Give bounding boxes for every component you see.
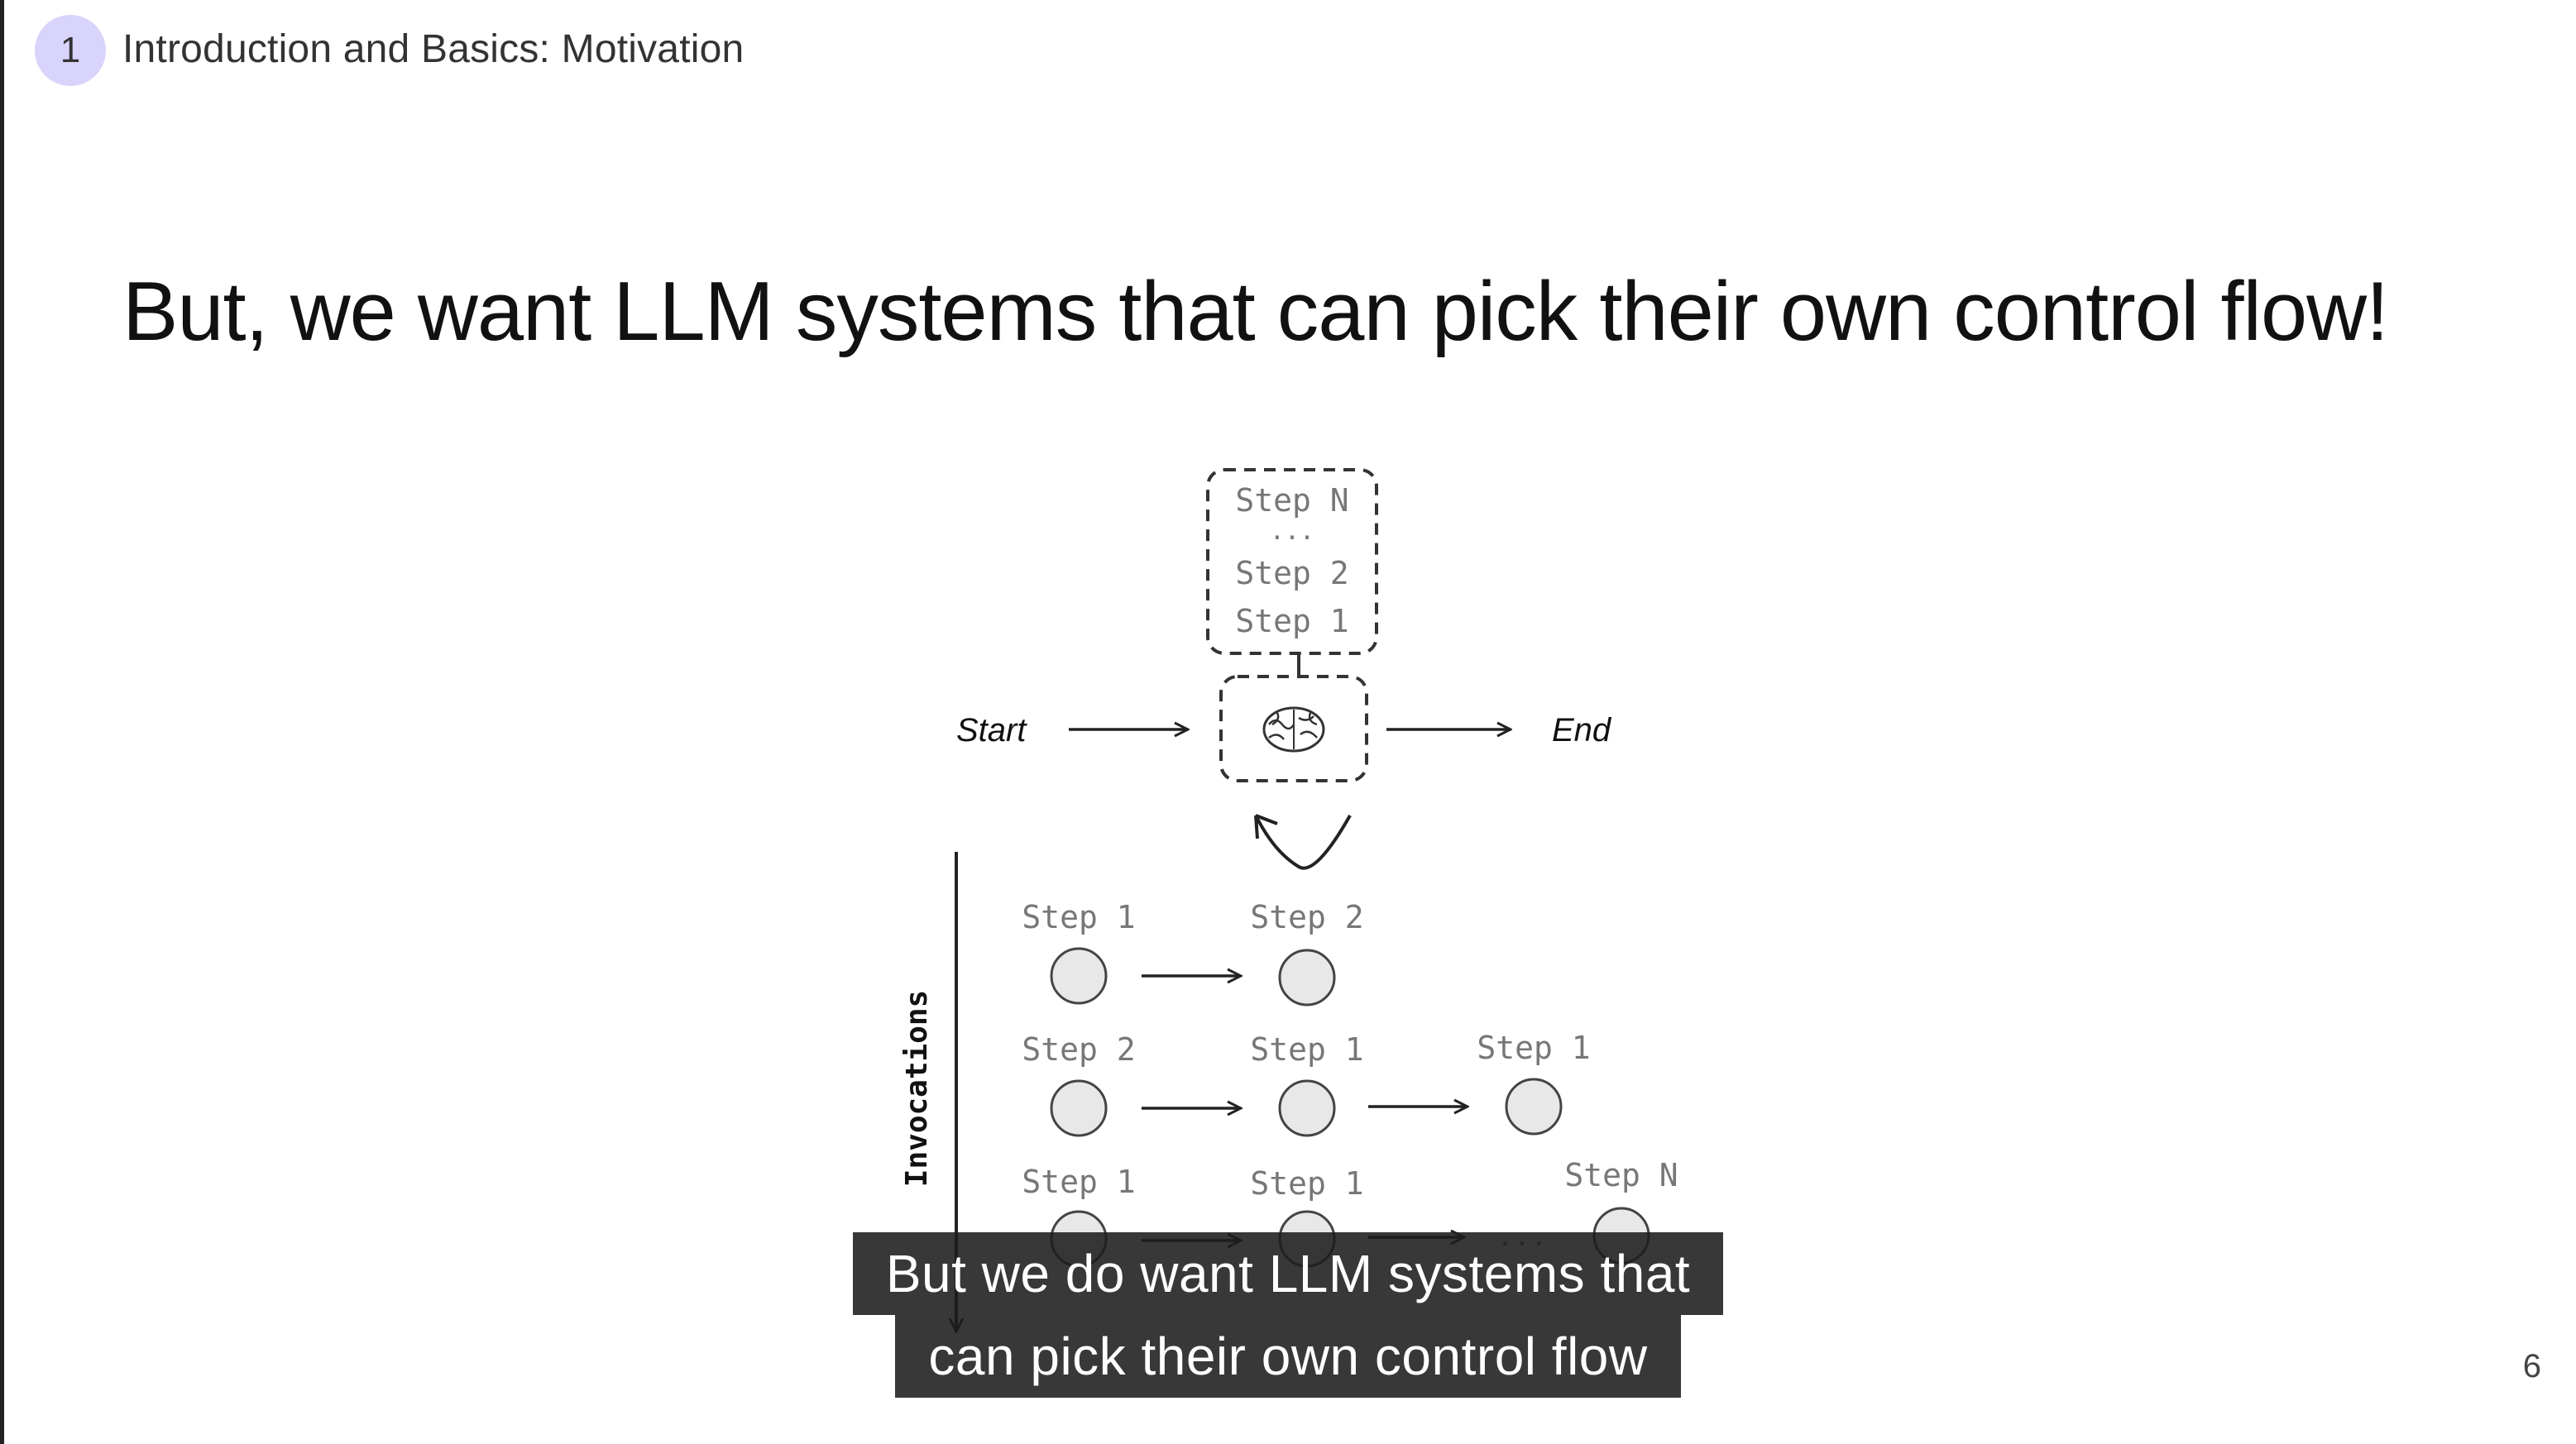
section-number-badge: 1 <box>35 15 106 86</box>
step-node <box>1050 1210 1108 1268</box>
step-node <box>1050 947 1108 1005</box>
step-label: Step 2 <box>1250 899 1363 935</box>
brain-icon <box>1262 706 1325 753</box>
step-node <box>1505 1078 1563 1136</box>
start-label: Start <box>956 712 1027 748</box>
section-title: Introduction and Basics: Motivation <box>122 27 745 71</box>
step-label: Step 1 <box>1477 1030 1590 1066</box>
window-left-border <box>0 0 4 1444</box>
step-label: Step 1 <box>1250 1165 1363 1202</box>
invocations-label: Invocations <box>900 990 934 1187</box>
step-label: Step 1 <box>1250 1031 1363 1068</box>
stack-label: Step 1 <box>1235 603 1348 639</box>
step-label: Step 1 <box>1022 899 1135 935</box>
step-node <box>1050 1079 1108 1137</box>
stack-label: Step N <box>1235 482 1348 519</box>
step-label: Step N <box>1564 1157 1678 1193</box>
end-label: End <box>1552 712 1612 748</box>
step-node <box>1592 1207 1650 1265</box>
step-node <box>1278 1079 1336 1137</box>
stack-label: ... <box>1270 517 1314 546</box>
page-number: 6 <box>2522 1348 2541 1384</box>
slide-title: But, we want LLM systems that can pick t… <box>122 265 2389 358</box>
row-ellipsis: ... <box>1496 1220 1547 1253</box>
loop-arrow <box>1254 815 1352 870</box>
step-node <box>1278 949 1336 1006</box>
step-label: Step 2 <box>1022 1031 1135 1068</box>
stack-label: Step 2 <box>1235 555 1348 591</box>
step-node <box>1278 1210 1336 1268</box>
step-stack-box <box>1206 468 1378 655</box>
step-label: Step 1 <box>1022 1164 1135 1200</box>
